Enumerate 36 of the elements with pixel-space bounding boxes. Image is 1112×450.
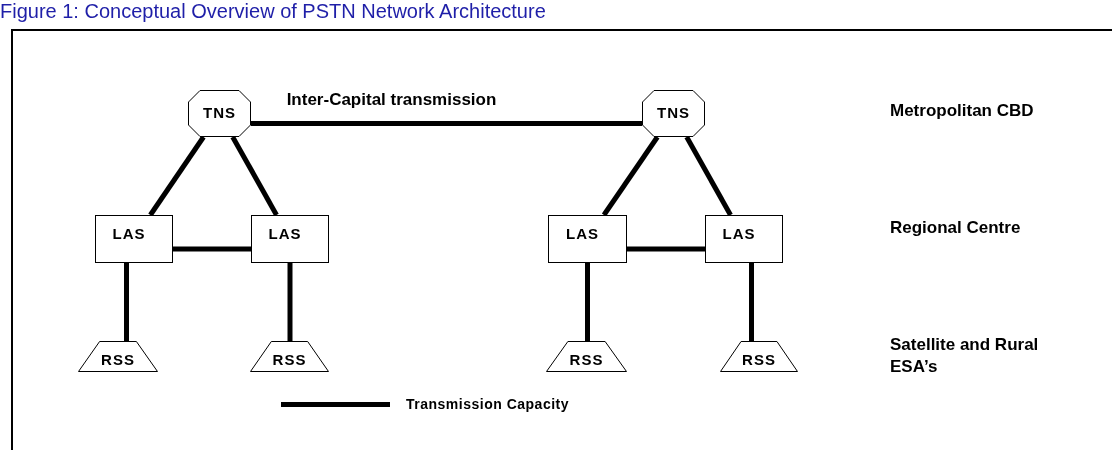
node-label: TNS	[657, 103, 690, 124]
transmission-link	[749, 263, 754, 341]
node-label: TNS	[203, 103, 236, 124]
transmission-link	[684, 135, 733, 217]
switch-box	[251, 215, 329, 263]
node-label: LAS	[268, 223, 302, 244]
switch-box	[705, 215, 783, 263]
node-label: RSS	[272, 350, 307, 371]
transmission-link	[251, 121, 642, 126]
node-label: LAS	[112, 223, 146, 244]
tier-label: Regional Centre	[890, 217, 1022, 239]
transmission-link	[148, 135, 206, 217]
transmission-link	[173, 246, 251, 252]
node-label: RSS	[569, 350, 604, 371]
switch-box	[95, 215, 173, 263]
transmission-link	[601, 135, 660, 217]
node-label: RSS	[101, 350, 135, 371]
node-label: LAS	[566, 223, 599, 244]
switch-box	[548, 215, 627, 263]
transmission-link	[627, 246, 705, 252]
transmission-link	[287, 263, 293, 341]
octagon-node	[188, 90, 251, 137]
transmission-link	[124, 263, 129, 341]
trapezoid-node	[78, 341, 158, 372]
trapezoid-node	[250, 341, 329, 372]
legend-text: Transmission Capacity	[406, 395, 569, 414]
node-label: LAS	[722, 223, 756, 244]
figure-title: Figure 1: Conceptual Overview of PSTN Network Architecture	[0, 0, 546, 22]
trapezoid-node	[546, 341, 627, 372]
octagon-node	[642, 90, 705, 137]
tier-label: Metropolitan CBD	[890, 100, 1035, 122]
transmission-link	[585, 263, 590, 341]
tier-label: Satellite and Rural ESA’s	[890, 334, 1040, 378]
transmission-link	[230, 135, 279, 217]
node-label: RSS	[742, 350, 776, 371]
trapezoid-node	[720, 341, 798, 372]
